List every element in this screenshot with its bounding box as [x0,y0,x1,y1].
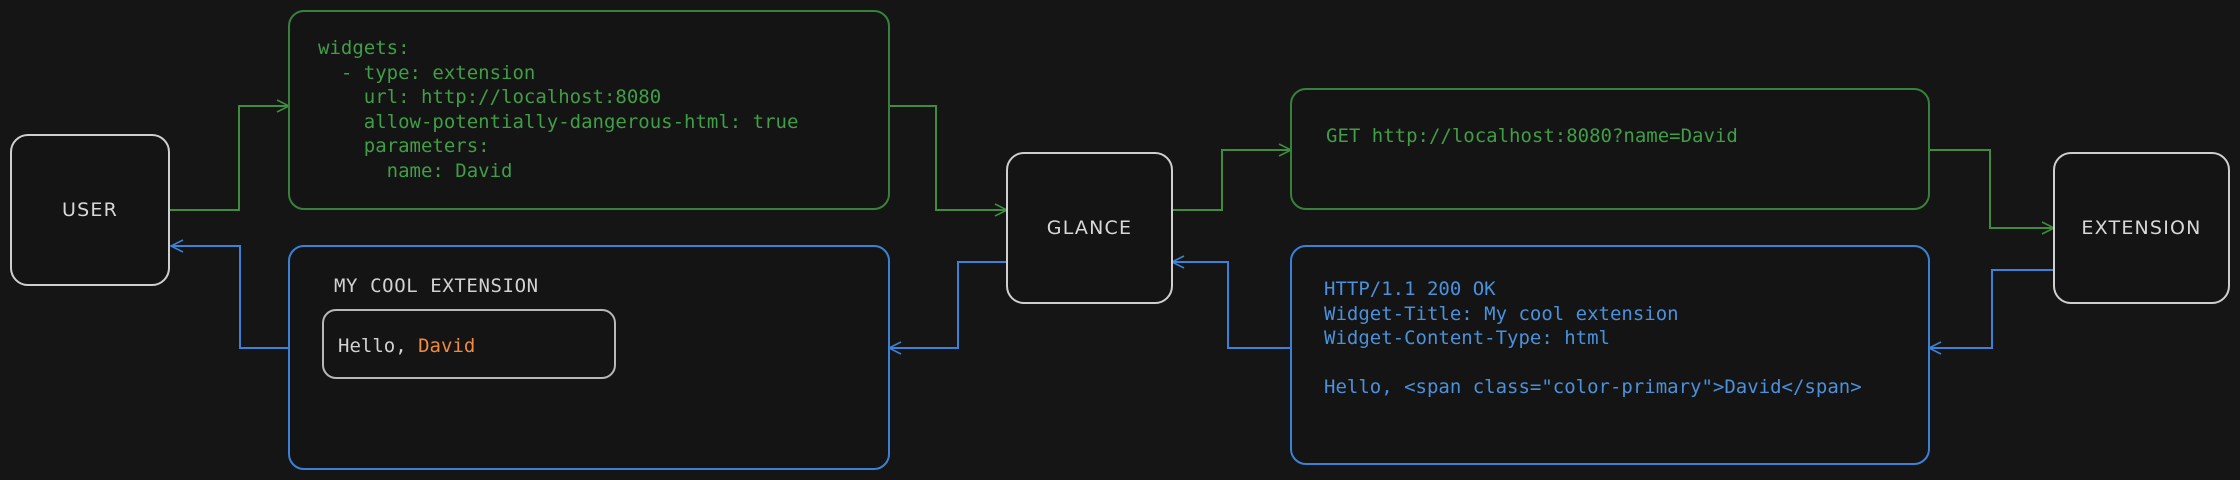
node-user-label: USER [62,199,118,221]
get-request-box: GET http://localhost:8080?name=David [1290,88,1930,210]
widget-greeting-prefix: Hello, [338,335,419,357]
node-user: USER [10,134,170,286]
widget-preview-box: MY COOL EXTENSION Hello, David [288,245,890,470]
node-glance: GLANCE [1006,152,1173,304]
node-extension-label: EXTENSION [2081,217,2202,239]
widget-greeting-text: Hello, David [338,335,475,357]
yaml-config-box: widgets: - type: extension url: http://l… [288,10,890,210]
widget-title-label: MY COOL EXTENSION [334,275,539,297]
node-glance-label: GLANCE [1046,217,1133,239]
node-extension: EXTENSION [2053,152,2230,304]
get-request-text: GET http://localhost:8080?name=David [1326,125,1738,147]
widget-greeting-name: David [418,335,476,357]
yaml-config-text: widgets: - type: extension url: http://l… [318,37,799,182]
widget-content-card: Hello, David [322,309,616,379]
http-response-text: HTTP/1.1 200 OK Widget-Title: My cool ex… [1324,278,1862,398]
http-response-box: HTTP/1.1 200 OK Widget-Title: My cool ex… [1290,245,1930,465]
